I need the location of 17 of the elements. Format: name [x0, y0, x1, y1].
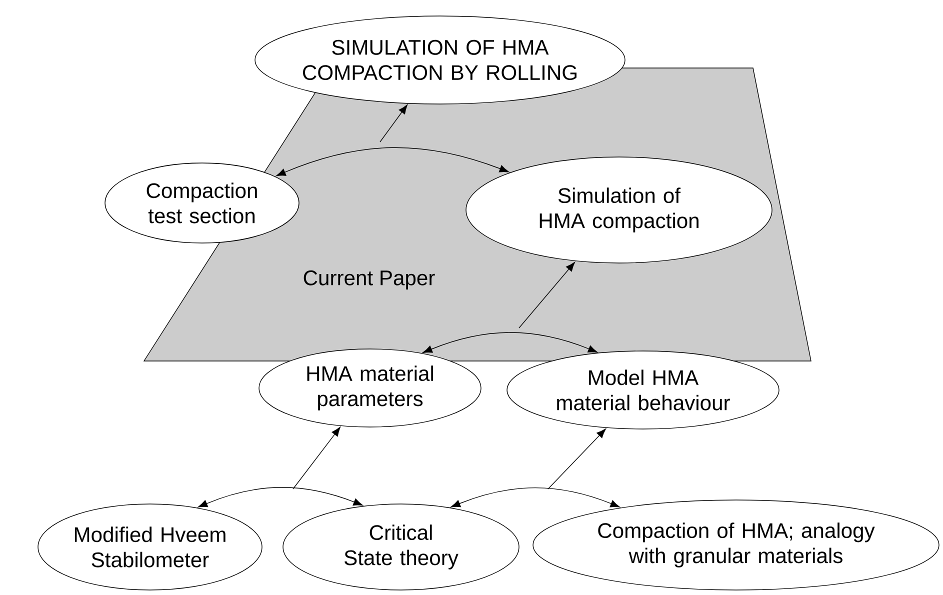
ellipse-node: Simulation of HMA compaction — [466, 156, 772, 264]
arrow — [422, 332, 598, 353]
sheet-label: Current Paper — [304, 270, 435, 290]
ellipse-node: Compaction of HMA; analogy with granular materials — [532, 500, 940, 590]
arrow — [198, 487, 363, 508]
ellipse-node: Model HMA material behaviour — [506, 350, 780, 430]
arrow — [292, 426, 341, 490]
arrow — [276, 147, 510, 176]
arrow — [380, 104, 408, 142]
arrow — [450, 487, 620, 508]
ellipse-node: SIMULATION OF HMA COMPACTION BY ROLLING — [254, 16, 626, 104]
arrow — [548, 428, 606, 490]
ellipse-node: Critical State theory — [282, 504, 520, 590]
ellipse-node: Compaction test section — [104, 162, 300, 244]
arrow — [518, 262, 576, 328]
ellipse-node: Modified Hveem Stabilometer — [38, 504, 262, 590]
ellipse-node: HMA material parameters — [258, 348, 482, 428]
